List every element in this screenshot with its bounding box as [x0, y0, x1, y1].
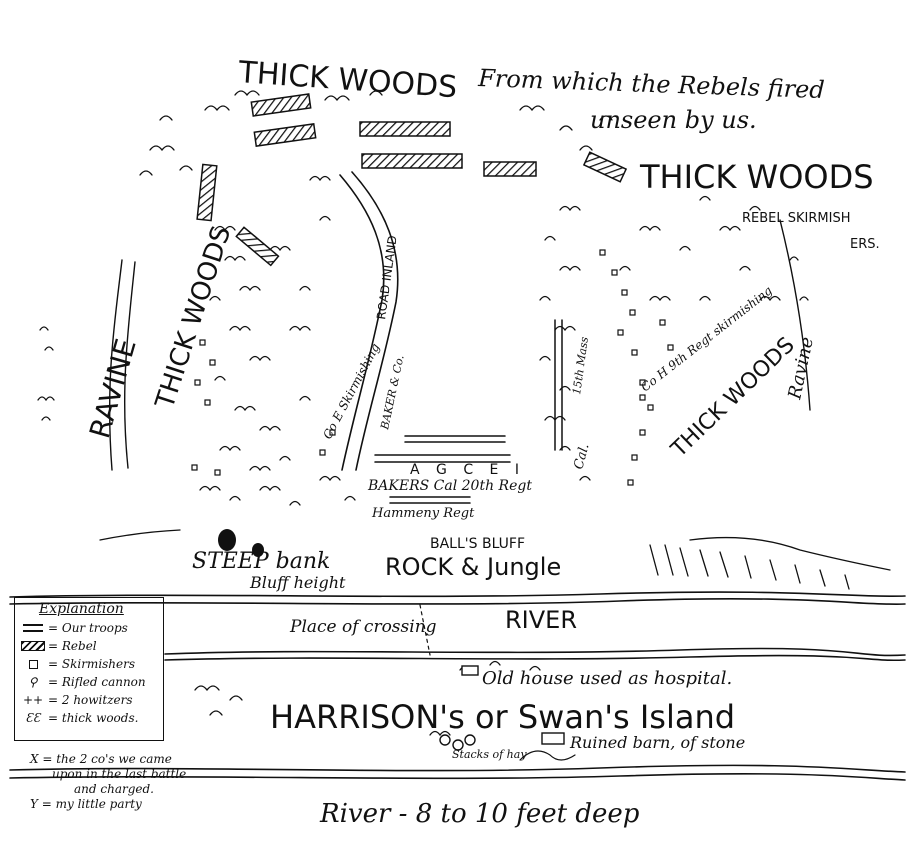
note-x-line-1: X = the 2 co's we came	[30, 752, 172, 766]
label-river-bottom: River - 8 to 10 feet deep	[319, 799, 640, 829]
legend-item-thick-woods: ƐƐ = thick woods.	[21, 709, 157, 727]
legend-title: Explanation	[39, 601, 124, 617]
troop-line	[389, 496, 471, 504]
label-bluff-height: Bluff height	[249, 573, 346, 592]
label-from-which: From which the Rebels fired	[477, 64, 825, 104]
rebel-line	[250, 93, 312, 117]
legend-label: = thick woods.	[48, 711, 139, 725]
rebel-line	[483, 161, 537, 177]
rebel-line	[235, 226, 280, 267]
howitzers-icon: ++	[22, 693, 44, 707]
note-y: Y = my little party	[30, 797, 142, 811]
rebel-line	[361, 153, 463, 169]
label-rock-jungle: ROCK & Jungle	[385, 553, 561, 581]
legend-item-our-troops: = Our troops	[21, 619, 157, 637]
map-notes: X = the 2 co's we came upon in the last …	[30, 752, 186, 812]
label-stacks: Stacks of hay	[452, 748, 527, 761]
label-hammers-regt: Hammeny Regt	[371, 506, 475, 521]
label-river-top: RIVER	[505, 606, 577, 634]
label-bakers-regt: BAKERS Cal 20th Regt	[367, 478, 532, 494]
troop-line	[374, 454, 511, 463]
our-troops-icon	[21, 622, 45, 634]
river-banks	[9, 591, 906, 781]
legend-item-rifled-cannon: ⚲ = Rifled cannon	[21, 673, 157, 691]
crossing-path	[419, 604, 431, 656]
rifled-cannon-icon: ⚲	[28, 675, 38, 689]
legend-item-rebel: = Rebel	[21, 637, 157, 655]
label-ruined-barn: Ruined barn, of stone	[569, 733, 745, 752]
ravine-lines	[108, 219, 811, 471]
label-road-inland: ROAD INLAND	[374, 235, 400, 321]
hay-stack-marker	[452, 739, 464, 751]
troop-line	[404, 435, 506, 443]
hay-stack-marker	[464, 734, 476, 746]
label-thick-woods-left: THICK WOODS	[150, 222, 237, 413]
label-ravine-left: RAVINE	[83, 335, 143, 442]
label-rebel-skirmishers: REBEL SKIRMISH	[742, 211, 850, 226]
legend-label: = Rebel	[48, 639, 97, 653]
skirmisher-icon	[21, 658, 45, 670]
legend-label: = 2 howitzers	[48, 693, 133, 707]
building-markers	[439, 665, 565, 751]
ink-blot	[218, 529, 236, 551]
rebel-line	[582, 151, 628, 183]
rebel-icon	[21, 640, 45, 652]
label-steep-bank: STEEP bank	[192, 549, 330, 574]
legend-label: = Our troops	[48, 621, 128, 635]
rebel-positions	[196, 93, 628, 267]
legend: Explanation = Our troops = Rebel = Skirm…	[14, 597, 164, 741]
barn-marker	[541, 732, 565, 745]
skirmisher-marks	[191, 249, 674, 486]
label-unseen: unseen by us.	[590, 106, 757, 134]
label-rebel-skirmishers-2: ERS.	[850, 237, 880, 252]
old-house-marker	[461, 665, 479, 676]
label-thick-woods-right: THICK WOODS	[639, 158, 874, 196]
rebel-line	[253, 123, 317, 147]
road-inland	[339, 171, 399, 471]
legend-item-howitzers: ++ = 2 howitzers	[21, 691, 157, 709]
legend-label: = Rifled cannon	[48, 675, 146, 689]
label-cal: Cal.	[571, 442, 592, 471]
note-x-line-2: upon in the last battle	[52, 767, 187, 781]
label-place-of-crossing: Place of crossing	[289, 617, 437, 637]
label-bakers-left: BAKER & Co.	[378, 354, 407, 432]
label-old-house: Old house used as hospital.	[482, 668, 732, 689]
rebel-line	[359, 121, 451, 137]
our-troop-lines	[374, 319, 563, 504]
thick-woods-icon: ƐƐ	[25, 711, 41, 725]
label-halls-bluff: BALL'S BLUFF	[430, 536, 525, 552]
legend-label: = Skirmishers	[48, 657, 136, 671]
hay-stack-marker	[439, 734, 451, 746]
note-x-line-3: and charged.	[74, 782, 154, 796]
label-mass-15th: 15th Mass	[570, 336, 591, 396]
label-letters-row: A G C E I	[410, 462, 525, 478]
troop-line	[554, 319, 563, 451]
ink-blot	[252, 543, 264, 557]
label-island: HARRISON's or Swan's Island	[270, 698, 735, 736]
rebel-line	[196, 163, 218, 222]
legend-item-skirmisher: = Skirmishers	[21, 655, 157, 673]
